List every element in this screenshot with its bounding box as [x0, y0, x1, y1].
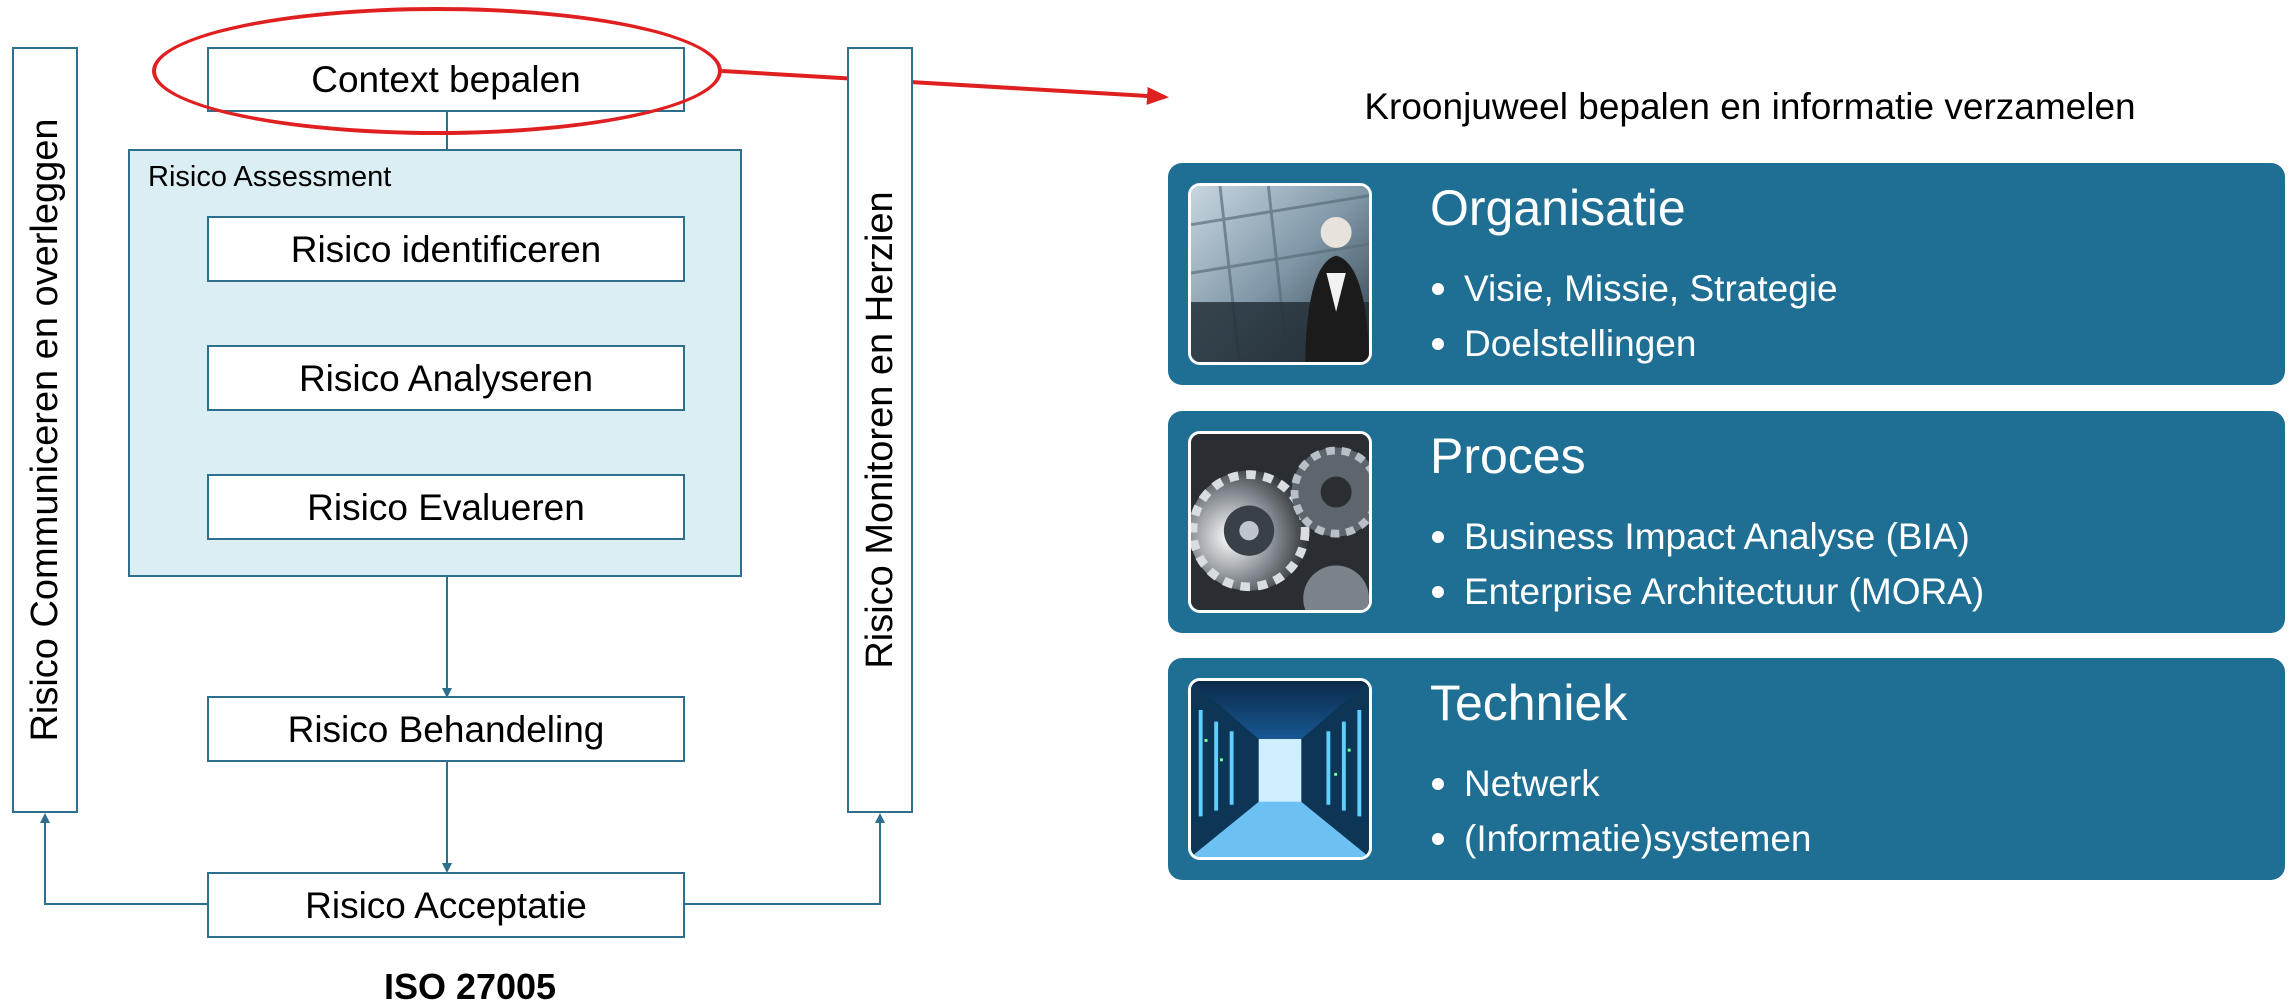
server-room-photo-icon [1188, 678, 1372, 860]
arrow-acceptance-to-monitor [685, 813, 885, 905]
highlight-arrow [721, 69, 1169, 105]
analyse-label: Risico Analyseren [298, 357, 594, 399]
card-title-proces: Proces [1430, 428, 1586, 484]
arrow-acceptance-to-communicate [40, 813, 207, 905]
acceptance-box: Risico Acceptatie [207, 872, 685, 938]
identify-label: Risico identificeren [290, 228, 602, 270]
acceptance-label: Risico Acceptatie [305, 884, 587, 926]
list-item: Visie, Missie, Strategie [1430, 261, 1838, 316]
right-panel-heading: Kroonjuweel bepalen en informatie verzam… [1364, 86, 2136, 127]
card-list-organisatie: Visie, Missie, Strategie Doelstellingen [1430, 261, 1838, 371]
gears-photo-icon [1188, 431, 1372, 613]
identify-box: Risico identificeren [207, 216, 685, 282]
card-title-organisatie: Organisatie [1430, 180, 1686, 236]
treatment-box: Risico Behandeling [207, 696, 685, 762]
evaluate-label: Risico Evalueren [307, 486, 585, 528]
card-techniek: Techniek Netwerk (Informatie)systemen [1168, 658, 2285, 880]
highlight-ellipse [152, 7, 722, 135]
card-organisatie: Organisatie Visie, Missie, Strategie Doe… [1168, 163, 2285, 385]
diagram-caption: ISO 27005 [383, 966, 557, 1007]
assessment-label: Risico Assessment [148, 161, 392, 193]
analyse-box: Risico Analyseren [207, 345, 685, 411]
list-item: Enterprise Architectuur (MORA) [1430, 564, 1984, 619]
communicate-label: Risico Communiceren en overleggen [24, 118, 66, 742]
list-item: (Informatie)systemen [1430, 811, 1812, 866]
card-title-techniek: Techniek [1430, 675, 1628, 731]
monitor-box: Risico Monitoren en Herzien [847, 47, 913, 813]
evaluate-box: Risico Evalueren [207, 474, 685, 540]
communicate-box: Risico Communiceren en overleggen [12, 47, 78, 813]
list-item: Doelstellingen [1430, 316, 1838, 371]
treatment-label: Risico Behandeling [287, 708, 605, 750]
list-item: Netwerk [1430, 756, 1812, 811]
card-proces: Proces Business Impact Analyse (BIA) Ent… [1168, 411, 2285, 633]
card-list-techniek: Netwerk (Informatie)systemen [1430, 756, 1812, 866]
card-list-proces: Business Impact Analyse (BIA) Enterprise… [1430, 509, 1984, 619]
businesswoman-photo-icon [1188, 183, 1372, 365]
monitor-label: Risico Monitoren en Herzien [859, 191, 901, 669]
list-item: Business Impact Analyse (BIA) [1430, 509, 1984, 564]
